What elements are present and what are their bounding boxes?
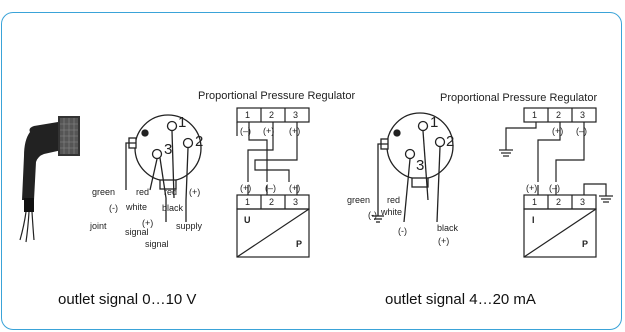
left-connector-pin-1: 1	[178, 114, 187, 131]
left-wire-plus-2: (+)	[189, 187, 201, 197]
right-box-label-i: I	[532, 215, 535, 225]
left-wire-supply: supply	[176, 221, 203, 231]
left-pin-bottom-3: 3	[293, 197, 299, 207]
left-wire-red-1: red	[136, 187, 150, 197]
left-polarity-top-3: (+)	[289, 126, 301, 136]
left-caption: outlet signal 0…10 V	[58, 291, 197, 308]
left-wire-white: white	[126, 202, 148, 212]
right-connector-face	[372, 112, 454, 223]
left-polarity-bottom-1: (+)	[240, 183, 252, 193]
left-connector-pin-2: 2	[195, 133, 204, 150]
left-wire-plus: (+)	[142, 218, 154, 228]
right-wire-green: green	[347, 195, 371, 205]
right-wire-minus: (-)	[368, 210, 377, 220]
right-box-label-p: P	[582, 239, 589, 249]
left-polarity-top-1: (–)	[240, 126, 251, 136]
right-connector-pin-1: 1	[430, 114, 439, 131]
right-caption: outlet signal 4…20 mA	[385, 291, 536, 308]
diagram-panel	[1, 12, 622, 330]
right-wire-black: black	[437, 223, 459, 233]
left-polarity-bottom-3: (+)	[289, 183, 301, 193]
left-wire-minus: (-)	[109, 203, 118, 213]
left-pin-top-2: 2	[269, 110, 275, 120]
left-pin-top-3: 3	[293, 110, 299, 120]
left-polarity-bottom-2: (–)	[265, 183, 276, 193]
right-pin-top-3: 3	[580, 110, 586, 120]
left-wire-black: black	[162, 203, 184, 213]
right-wire-white: white	[381, 207, 403, 217]
right-regulator	[499, 107, 613, 258]
left-pin-bottom-1: 1	[245, 197, 251, 207]
right-polarity-top-2: (–)	[576, 126, 587, 136]
left-pin-bottom-2: 2	[269, 197, 275, 207]
right-wire-plus: (+)	[438, 236, 450, 246]
right-polarity-bottom-1: (+)	[526, 183, 538, 193]
left-wire-signal-2: signal	[145, 239, 169, 249]
right-pin-bottom-3: 3	[580, 197, 586, 207]
right-pin-top-2: 2	[556, 110, 562, 120]
right-connector-pin-2: 2	[446, 133, 455, 150]
left-regulator-title: Proportional Pressure Regulator	[198, 90, 356, 102]
right-polarity-bottom-2: (–)	[549, 183, 560, 193]
right-wire-minus-2: (-)	[398, 226, 407, 236]
right-pin-bottom-1: 1	[532, 197, 538, 207]
left-regulator	[236, 107, 310, 258]
left-wire-red-2: red	[164, 187, 178, 197]
left-box-label-p: P	[296, 239, 303, 249]
right-wire-red: red	[387, 195, 401, 205]
left-wire-green: green	[92, 187, 116, 197]
left-wire-signal-1: signal	[125, 227, 149, 237]
right-regulator-title: Proportional Pressure Regulator	[440, 92, 598, 104]
left-pin-top-1: 1	[245, 110, 251, 120]
left-box-label-u: U	[244, 215, 251, 225]
left-connector-face	[125, 114, 202, 222]
left-connector-pin-3: 3	[164, 141, 173, 158]
right-connector-pin-3: 3	[416, 157, 425, 174]
right-polarity-top-1: (+)	[552, 126, 564, 136]
right-pin-top-1: 1	[532, 110, 538, 120]
right-pin-bottom-2: 2	[556, 197, 562, 207]
left-wire-joint: joint	[90, 221, 107, 231]
left-polarity-top-2: (+)	[263, 126, 275, 136]
cable-connector-illustration	[19, 116, 80, 243]
